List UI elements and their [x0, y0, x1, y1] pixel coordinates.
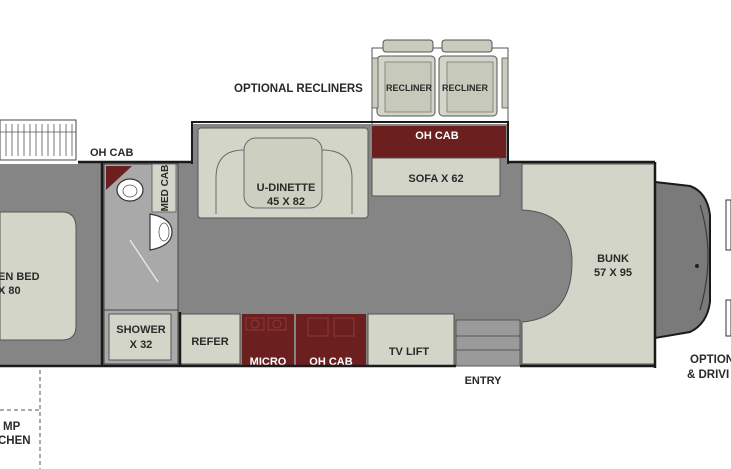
u-dinette-label: U-DINETTE — [257, 182, 316, 194]
sofa-label: SOFA X 62 — [408, 173, 463, 185]
entry-label: ENTRY — [465, 375, 503, 387]
entry-steps — [455, 319, 521, 367]
option-right-line1: OPTION — [690, 354, 731, 366]
refer-label: REFER — [191, 336, 228, 348]
exterior-walls — [0, 160, 657, 368]
shower-label: SHOWER — [116, 324, 166, 336]
optional-recliners: RECLINER RECLINER — [371, 39, 509, 127]
bed-size: X 80 — [0, 285, 21, 297]
sofa — [371, 157, 501, 197]
med-cab-label: MED CAB — [160, 165, 171, 212]
oh-cab-left-label: OH CAB — [90, 147, 133, 159]
micro-cabinet — [242, 314, 294, 366]
bathroom — [103, 163, 179, 365]
recliner-left-label: RECLINER — [386, 83, 433, 93]
u-dinette-size: 45 X 82 — [267, 196, 305, 208]
tv-lift-label: TV LIFT — [389, 346, 430, 358]
bunk-size: 57 X 95 — [594, 267, 632, 279]
bed-label: EN BED — [0, 271, 40, 283]
bunk-label: BUNK — [597, 253, 629, 265]
option-right-line2: & DRIVI — [687, 369, 729, 381]
shower-size: X 32 — [130, 339, 153, 351]
bottom-left-option — [0, 370, 41, 469]
oh-cab-top — [372, 126, 506, 158]
recliner-right-label: RECLINER — [442, 83, 489, 93]
u-dinette — [197, 127, 369, 219]
tv-lift — [367, 313, 455, 367]
rear-bedroom — [0, 118, 78, 341]
bunk — [521, 163, 656, 365]
optional-recliners-label: OPTIONAL RECLINERS — [234, 83, 363, 95]
bottom-left-line1: MP — [3, 421, 21, 433]
oh-cab-bottom — [296, 314, 366, 366]
bottom-left-line2: CHEN — [0, 435, 31, 447]
oh-cab-top-label: OH CAB — [415, 130, 458, 142]
